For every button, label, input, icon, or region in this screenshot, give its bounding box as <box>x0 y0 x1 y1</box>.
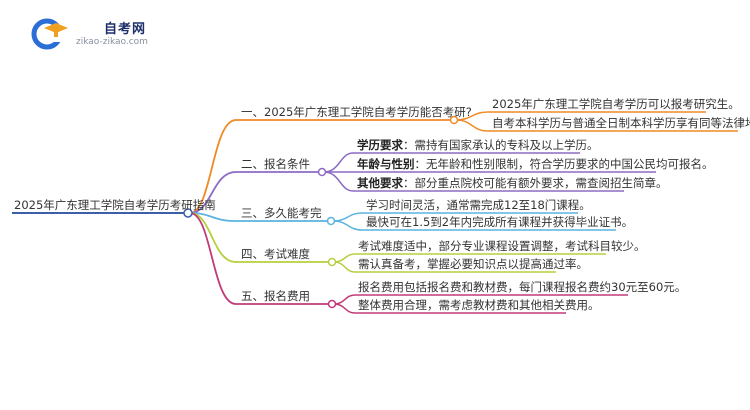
graduation-cap-icon <box>31 18 70 50</box>
branch-1-label[interactable]: 一、2025年广东理工学院自考学历能否考研? <box>241 105 472 119</box>
leaf-2-3-text: ：部分重点院校可能有额外要求，需查阅招生简章。 <box>403 176 668 190</box>
leaf-5-1: 报名费用包括报名费和教材费，每门课程报名费约30元至60元。 <box>358 280 687 294</box>
branch-5-label[interactable]: 五、报名费用 <box>241 289 310 303</box>
leaf-3-1: 学习时间灵活，通常需完成12至18门课程。 <box>366 198 591 212</box>
leaf-3-2: 最快可在1.5到2年内完成所有课程并获得毕业证书。 <box>366 215 634 229</box>
logo-url: zikao-zikao.com <box>76 37 148 47</box>
branch-4-label[interactable]: 四、考试难度 <box>241 247 310 261</box>
leaf-5-2: 整体费用合理，需考虑教材费和其他相关费用。 <box>358 298 600 312</box>
leaf-2-1-key: 学历要求 <box>357 138 403 152</box>
leaf-1-1: 2025年广东理工学院自考学历可以报考研究生。 <box>492 97 740 111</box>
leaf-2-1: 学历要求：需持有国家承认的专科及以上学历。 <box>357 138 599 152</box>
leaf-2-2-text: ：无年龄和性别限制，符合学历要求的中国公民均可报名。 <box>414 157 714 171</box>
root-node[interactable]: 2025年广东理工学院自考学历考研指南 <box>14 198 216 212</box>
leaf-1-2: 自考本科学历与普通全日制本科学历享有同等法律地位。 <box>492 116 750 130</box>
leaf-2-2: 年龄与性别：无年龄和性别限制，符合学历要求的中国公民均可报名。 <box>357 157 714 171</box>
leaf-4-2: 需认真备考，掌握必要知识点以提高通过率。 <box>358 257 588 271</box>
leaf-2-3: 其他要求：部分重点院校可能有额外要求，需查阅招生简章。 <box>357 176 668 190</box>
leaf-2-2-key: 年龄与性别 <box>357 157 415 171</box>
branch-2-label[interactable]: 二、报名条件 <box>241 157 310 171</box>
site-logo[interactable]: 自考网 zikao-zikao.com <box>30 16 148 52</box>
leaf-2-3-key: 其他要求 <box>357 176 403 190</box>
leaf-2-1-text: ：需持有国家承认的专科及以上学历。 <box>403 138 599 152</box>
branch-3-label[interactable]: 三、多久能考完 <box>241 206 322 220</box>
logo-title: 自考网 <box>104 22 147 37</box>
leaf-4-1: 考试难度适中，部分专业课程设置调整，考试科目较少。 <box>358 239 646 253</box>
